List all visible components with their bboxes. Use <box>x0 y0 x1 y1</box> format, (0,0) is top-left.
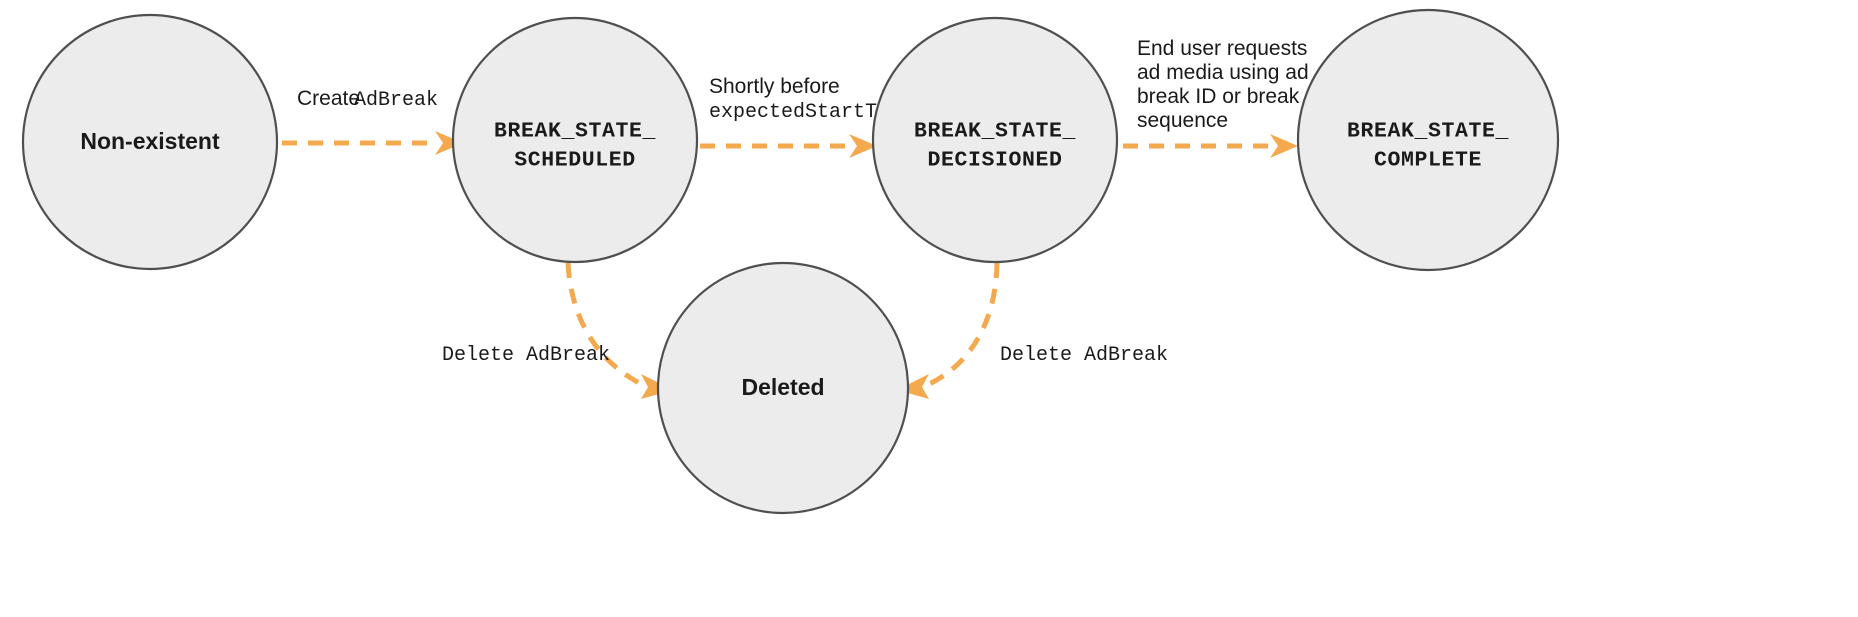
node-non-existent-label: Non-existent <box>80 128 220 154</box>
edge-create-adbreak-label-mono: AdBreak <box>354 89 438 112</box>
node-break-state-complete-label-line2: COMPLETE <box>1374 149 1482 173</box>
edge-shortly-before: Shortly before expectedStartTime <box>700 75 913 158</box>
node-break-state-scheduled-label-line1: BREAK_STATE_ <box>494 120 656 144</box>
edge-create-adbreak-arrowhead <box>435 131 463 155</box>
node-break-state-complete-label-line1: BREAK_STATE_ <box>1347 120 1509 144</box>
node-non-existent[interactable]: Non-existent <box>21 13 279 271</box>
edge-delete-from-decisioned-label: Delete AdBreak <box>1000 344 1168 367</box>
edge-shortly-before-label-line1: Shortly before <box>709 75 840 98</box>
edge-end-user-label-line3: break ID or break <box>1137 85 1300 108</box>
node-break-state-scheduled-circle[interactable] <box>451 16 699 264</box>
node-deleted-label: Deleted <box>741 374 824 400</box>
edge-delete-from-decisioned-arrowhead <box>897 374 929 399</box>
edge-delete-from-scheduled-line <box>565 262 647 389</box>
node-break-state-decisioned-circle[interactable] <box>871 16 1119 264</box>
edge-create-adbreak-label-sans: Create <box>297 87 360 110</box>
node-break-state-complete[interactable]: BREAK_STATE_ COMPLETE <box>1296 8 1560 272</box>
node-break-state-scheduled-label-line2: SCHEDULED <box>514 149 636 173</box>
edge-delete-adbreak-from-scheduled: Delete AdBreak <box>442 262 673 399</box>
edge-delete-adbreak-from-decisioned: Delete AdBreak <box>897 262 1168 399</box>
edge-end-user-requests: End user requests ad media using ad brea… <box>1123 37 1309 158</box>
edge-end-user-requests-arrowhead <box>1270 134 1298 158</box>
node-break-state-complete-circle[interactable] <box>1296 8 1560 272</box>
edge-end-user-label-line2: ad media using ad <box>1137 61 1309 84</box>
edge-shortly-before-arrowhead <box>849 134 877 158</box>
node-break-state-decisioned-label-line2: DECISIONED <box>927 149 1062 173</box>
node-break-state-scheduled[interactable]: BREAK_STATE_ SCHEDULED <box>451 16 699 264</box>
edge-expected-start-time-label-line2: expectedStartTime <box>709 101 913 124</box>
edge-create-adbreak: Create AdBreak <box>282 87 463 155</box>
edge-end-user-label-line1: End user requests <box>1137 37 1307 60</box>
node-break-state-decisioned-label-line1: BREAK_STATE_ <box>914 120 1076 144</box>
node-deleted[interactable]: Deleted <box>656 261 910 515</box>
node-break-state-decisioned[interactable]: BREAK_STATE_ DECISIONED <box>871 16 1119 264</box>
node-deleted-circle[interactable] <box>656 261 910 515</box>
edge-delete-from-scheduled-label: Delete AdBreak <box>442 344 610 367</box>
node-non-existent-circle[interactable] <box>21 13 279 271</box>
edge-delete-from-decisioned-line <box>923 262 1000 389</box>
edge-end-user-label-line4: sequence <box>1137 109 1228 132</box>
